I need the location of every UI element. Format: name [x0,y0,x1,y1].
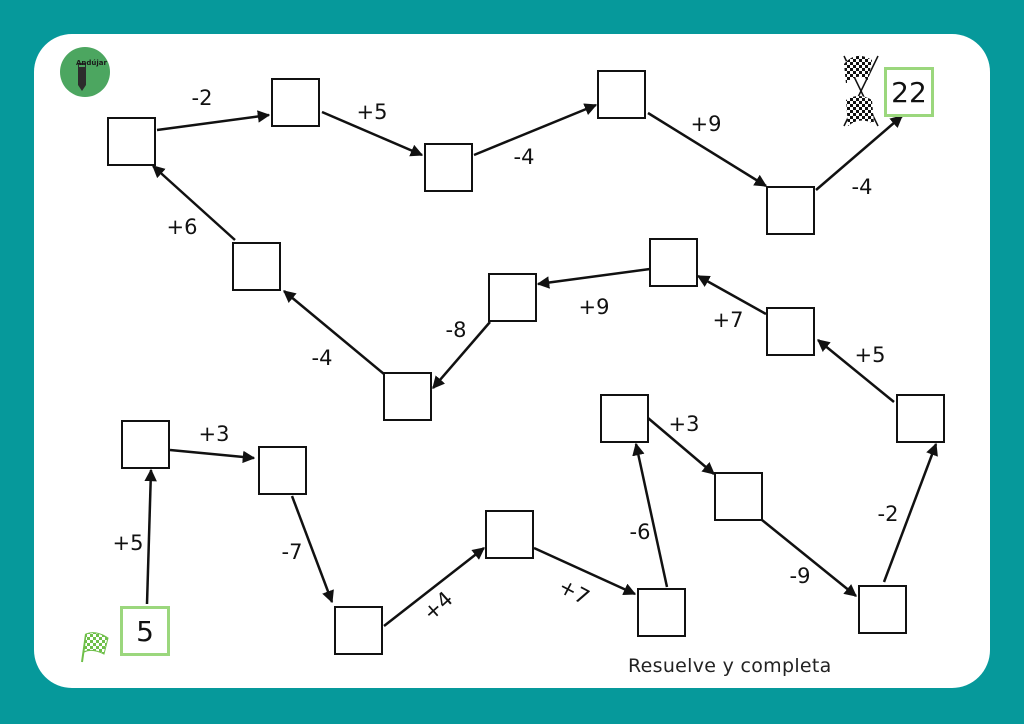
path-arrow-13 [432,321,491,389]
operation-label: +9 [690,112,722,136]
path-arrow-5 [533,546,637,596]
path-arrow-19 [647,111,768,188]
answer-box-1[interactable] [121,420,170,469]
path-arrow-18 [473,103,598,157]
operation-label: -9 [789,564,811,588]
checkered-flag-icon [81,632,109,663]
path-arrow-20 [815,115,903,191]
path-arrow-15 [152,165,236,241]
answer-box-8[interactable] [858,585,907,634]
answer-box-3[interactable] [334,606,383,655]
path-arrow-11 [696,274,767,316]
answer-box-12[interactable] [488,273,537,322]
operation-label: -6 [629,520,651,544]
worksheet-card [34,34,990,688]
school-logo-icon: Andújar [60,47,110,97]
answer-box-4[interactable] [485,510,534,559]
crossed-checkered-flags-icon [843,55,879,127]
path-arrow-2 [169,448,256,464]
path-arrow-10 [817,339,895,403]
answer-box-5[interactable] [637,588,686,637]
operation-label: -7 [281,540,303,564]
answer-box-17[interactable] [424,143,473,192]
path-arrow-7 [647,417,715,475]
answer-box-7[interactable] [714,472,763,521]
path-arrow-9 [882,442,938,583]
logo-text: Andújar [76,59,107,67]
operation-label: +9 [578,295,610,319]
operation-label: +5 [854,343,886,367]
operation-label: -2 [877,502,899,526]
instructions-text: Resuelve y completa [628,655,832,677]
operation-label: -2 [191,86,213,110]
path-arrow-17 [321,110,424,157]
operation-label: +5 [112,531,144,555]
path-arrow-6 [632,442,669,588]
answer-box-11[interactable] [649,238,698,287]
operation-label: +3 [198,422,230,446]
answer-box-13[interactable] [383,372,432,421]
operation-label: -4 [311,346,333,370]
answer-box-6[interactable] [600,394,649,443]
finish-value-box: 22 [884,67,934,117]
answer-box-15[interactable] [107,117,156,166]
answer-box-19[interactable] [766,186,815,235]
operation-label: -4 [851,175,873,199]
start-value-box: 5 [120,606,170,656]
path-arrow-12 [536,267,651,289]
path-arrow-8 [761,519,857,597]
operation-label: -4 [513,145,535,169]
path-arrow-3 [290,495,334,604]
path-arrow-16 [156,110,271,132]
operation-label: +3 [668,412,700,436]
answer-box-16[interactable] [271,78,320,127]
path-arrow-14 [283,290,385,375]
answer-box-9[interactable] [896,394,945,443]
operation-label: +5 [356,100,388,124]
operation-label: -8 [445,318,467,342]
operation-label: +7 [712,308,744,332]
answer-box-18[interactable] [597,70,646,119]
path-arrow-1 [144,468,157,605]
answer-box-14[interactable] [232,242,281,291]
answer-box-2[interactable] [258,446,307,495]
operation-label: +6 [166,215,198,239]
answer-box-10[interactable] [766,307,815,356]
path-arrow-4 [383,547,485,627]
